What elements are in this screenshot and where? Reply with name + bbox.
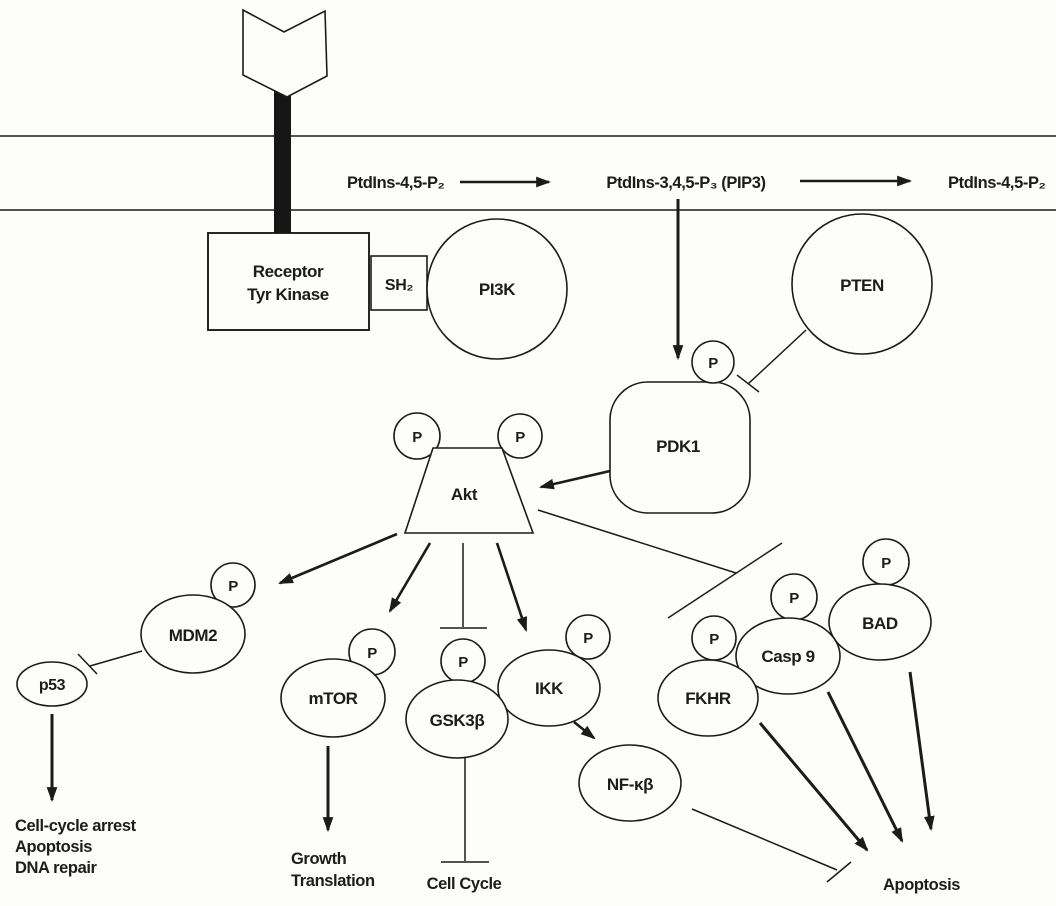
phospho-mdm2: P — [210, 562, 256, 608]
lipid-label-left: PtdIns-4,5-P₂ — [347, 174, 445, 192]
node-ikk: IKK — [497, 649, 601, 727]
sh2-label: SH₂ — [385, 277, 413, 294]
phospho-akt-left-label: P — [412, 429, 422, 446]
p53-effect-3: DNA repair — [15, 859, 98, 877]
phospho-pdk1: P — [691, 340, 735, 384]
phospho-casp9: P — [770, 573, 818, 621]
fkhr-label: FKHR — [685, 689, 731, 708]
phospho-akt-left — [393, 412, 441, 460]
node-bad: BAD — [828, 583, 932, 661]
p53-label: p53 — [39, 677, 66, 694]
nfkb-label: NF-κβ — [607, 775, 653, 794]
pten-label: PTEN — [840, 276, 884, 295]
receptor-label-line1: Receptor — [253, 262, 324, 281]
arrow-akt-to-ikk — [495, 542, 528, 633]
phospho-pdk1-label: P — [708, 355, 718, 372]
p53-effects-text: Cell-cycle arrest Apoptosis DNA repair — [15, 817, 137, 877]
ikk-label: IKK — [535, 679, 564, 698]
mtor-effect-2: Translation — [291, 872, 375, 890]
lipid-label-right: PtdIns-4,5-P₂ — [948, 174, 1046, 192]
arrow-fkhr-to-apoptosis — [758, 722, 869, 852]
arrow-casp9-to-apoptosis — [826, 691, 904, 843]
phospho-ikk — [565, 614, 611, 660]
inhibit-mdm2-to-p53 — [77, 650, 143, 675]
node-receptor: Receptor Tyr Kinase — [207, 232, 370, 331]
phospho-gsk3b-label: P — [458, 654, 468, 671]
node-pi3k: PI3K — [426, 218, 568, 360]
p53-effect-2: Apoptosis — [15, 838, 92, 856]
arrow-akt-to-mdm2 — [278, 532, 398, 585]
phospho-akt-right-label: P — [515, 429, 525, 446]
gsk3b-label: GSK3β — [430, 711, 485, 730]
bad-label: BAD — [862, 614, 898, 633]
inhibit-akt-to-gsk3b — [440, 543, 487, 629]
pdk1-label: PDK1 — [656, 437, 700, 456]
node-mtor: mTOR — [280, 658, 386, 738]
akt-label: Akt — [451, 485, 478, 504]
arrow-ikk-to-nfkb — [573, 720, 596, 740]
phospho-bad: P — [862, 538, 910, 586]
node-casp9: Casp 9 — [735, 617, 841, 695]
pi3k-label: PI3K — [479, 280, 516, 299]
inhibit-gsk3b-to-cellcycle — [441, 757, 489, 863]
mtor-effects-text: Growth Translation — [291, 850, 375, 890]
phospho-akt-right — [497, 413, 543, 459]
ligand-chevron — [242, 8, 328, 98]
phospho-mdm2-label: P — [228, 578, 238, 595]
lipid-label-center: PtdIns-3,4,5-P₃ (PIP3) — [606, 174, 765, 192]
node-fkhr: FKHR — [657, 659, 759, 737]
mtor-label: mTOR — [308, 689, 357, 708]
phospho-mtor-label: P — [367, 645, 377, 662]
phospho-fkhr-label: P — [709, 631, 719, 648]
phospho-ikk-label: P — [583, 630, 593, 647]
casp9-label: Casp 9 — [761, 647, 814, 666]
phospho-bad-label: P — [881, 555, 891, 572]
inhibit-nfkb-to-apoptosis — [691, 808, 852, 883]
arrow-akt-to-mtor — [388, 542, 432, 613]
node-gsk3b: GSK3β — [405, 679, 509, 759]
apoptosis-text: Apoptosis — [883, 876, 960, 894]
arrow-pdk1-to-akt — [538, 469, 611, 490]
receptor-stem — [274, 88, 291, 236]
mtor-effect-1: Growth — [291, 850, 347, 868]
node-akt: Akt — [403, 447, 535, 534]
mdm2-label: MDM2 — [169, 626, 217, 645]
phospho-casp9-label: P — [789, 590, 799, 607]
inhibit-pten-to-pdk1 — [736, 329, 807, 393]
arrow-bad-to-apoptosis — [908, 671, 935, 832]
node-pten: PTEN — [791, 213, 933, 355]
inhibit-akt-to-apoptotic-group — [537, 509, 783, 619]
node-mdm2: MDM2 — [140, 594, 246, 674]
receptor-label-line2: Tyr Kinase — [247, 285, 329, 304]
cell-cycle-text: Cell Cycle — [427, 875, 502, 893]
node-sh2: SH₂ — [370, 255, 428, 311]
node-pdk1: PDK1 — [609, 381, 751, 514]
node-p53: p53 — [16, 661, 88, 707]
node-nfkb: NF-κβ — [578, 744, 682, 822]
p53-effect-1: Cell-cycle arrest — [15, 817, 137, 835]
